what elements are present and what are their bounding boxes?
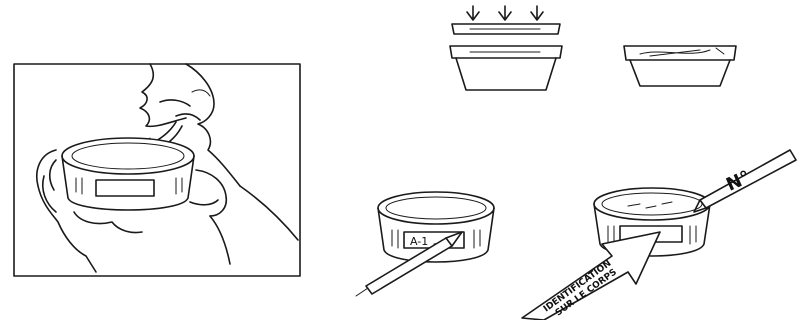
panel-identification: N° IDENTIFICATION SUR LE CORPS (522, 150, 796, 320)
panel-sample-collection (14, 64, 300, 276)
identification-arrow-icon: IDENTIFICATION SUR LE CORPS (522, 232, 660, 320)
pen-icon: N° (694, 150, 796, 212)
container-id-text: A-1 (410, 235, 428, 248)
container-icon (624, 46, 736, 86)
panel-close-lid (450, 6, 562, 90)
panel-closed-container (624, 46, 736, 86)
panel-label-container: A-1 (356, 192, 494, 296)
container-icon (450, 46, 562, 90)
container-label (96, 180, 154, 196)
lid-icon (452, 24, 560, 34)
down-arrow-icon (467, 6, 543, 20)
